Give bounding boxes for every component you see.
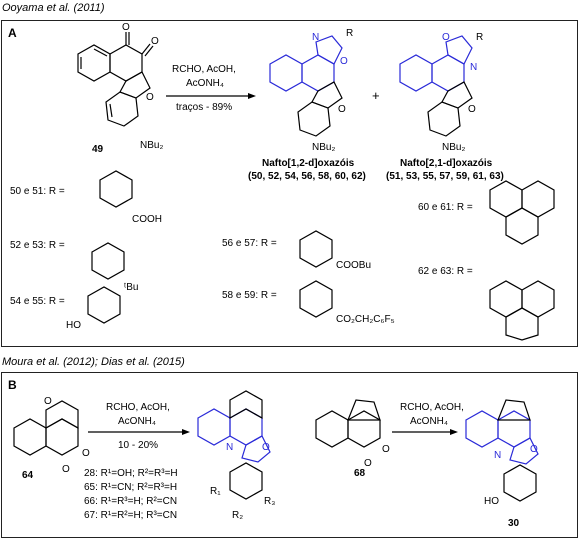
reagents-a-mid: AcONH₄ [186,78,224,89]
r-group-56-label: 56 e 57: R = [222,238,277,249]
r-ring-54 [87,286,121,324]
reagents-b1-top: RCHO, AcOH, [106,402,170,413]
reactant-49-structure [77,32,154,127]
svg-text:N: N [494,450,501,461]
r-ring-58 [299,280,333,318]
reactant-68-structure [315,399,381,448]
panel-a-label: A [8,26,17,40]
panel-b-label: B [8,378,17,392]
svg-text:R: R [346,28,353,39]
r-group-52-label: 52 e 53: R = [10,240,65,251]
r1-label: R₁ [210,486,221,497]
r2-label: R₂ [232,510,244,521]
svg-text:O: O [122,22,130,33]
product-30-sub: HO [484,496,499,507]
svg-text:O: O [151,36,159,47]
r-group-58-label: 58 e 59: R = [222,290,277,301]
product-1-structure [269,35,343,137]
product-30-id: 30 [508,518,520,529]
product-2-name: Nafto[2,1-d]oxazóis [400,158,493,169]
product-28: 28: R¹=OH; R²=R³=H [84,468,178,479]
svg-text:O: O [62,464,70,475]
product-66: 66: R¹=R³=H; R²=CN [84,496,178,507]
r-anthracene [489,180,555,245]
r-ring-50 [99,170,133,208]
r-group-56-sub: COOBu [336,260,372,271]
svg-text:N: N [226,442,233,453]
svg-text:O: O [364,458,372,469]
svg-text:O: O [82,448,90,459]
svg-text:O: O [338,104,346,115]
product-65: 65: R¹=CN; R²=R³=H [84,482,178,493]
svg-text:N: N [312,32,319,43]
caption-a: Ooyama et al. (2011) [2,2,105,14]
svg-text:N: N [470,62,477,73]
reagents-b2-mid: AcONH₄ [410,416,448,427]
product-1-nums: (50, 52, 54, 56, 58, 60, 62) [248,171,366,182]
r-ring-56 [299,230,333,268]
r3-label: R₃ [264,496,276,507]
r-group-62-label: 62 e 63: R = [418,266,473,277]
plus-sign: + [372,88,380,103]
svg-text:O: O [382,444,390,455]
reactant-64-structure [13,400,79,456]
product-1-sub: NBu₂ [312,142,336,153]
r-group-52-sub: ᵗBu [124,282,139,293]
reactant-68-id: 68 [354,468,366,479]
reagents-a-top: RCHO, AcOH, [172,64,236,75]
r-group-54-sub: HO [66,320,81,331]
svg-text:O: O [530,444,538,455]
svg-text:O: O [262,442,270,453]
yield-a: traços - 89% [176,102,233,113]
product-67: 67: R¹=R²=H; R³=CN [84,510,178,521]
svg-text:O: O [146,92,154,103]
r-ring-52 [91,242,125,280]
product-30-structure [465,399,539,502]
r-group-58-sub: CO₂CH₂C₆F₅ [336,314,395,325]
reactant-64-id: 64 [22,470,34,481]
r-group-54-label: 54 e 55: R = [10,296,65,307]
svg-text:R: R [476,32,483,43]
r-group-60-label: 60 e 61: R = [418,202,473,213]
product-2-sub: NBu₂ [442,142,466,153]
panel-a [1,20,578,347]
r-pyrene [489,280,555,341]
r-group-50-label: 50 e 51: R = [10,186,65,197]
svg-text:O: O [44,396,52,407]
panel-b [1,372,578,538]
reactant-49-id: 49 [92,144,104,155]
r-group-50-sub: COOH [132,214,162,225]
reactant-49-sub: NBu₂ [140,140,164,151]
product-1-name: Nafto[1,2-d]oxazóis [262,158,355,169]
svg-text:O: O [468,104,476,115]
yield-b1: 10 - 20% [118,440,159,451]
product-2-nums: (51, 53, 55, 57, 59, 61, 63) [386,171,504,182]
reagents-b1-mid: AcONH₄ [118,416,156,427]
caption-b: Moura et al. (2012); Dias et al. (2015) [2,356,185,368]
svg-text:O: O [442,32,450,43]
reagents-b2-top: RCHO, AcOH, [400,402,464,413]
product-2-structure [399,35,473,137]
svg-text:O: O [340,56,348,67]
product-b1-structure [197,390,271,500]
